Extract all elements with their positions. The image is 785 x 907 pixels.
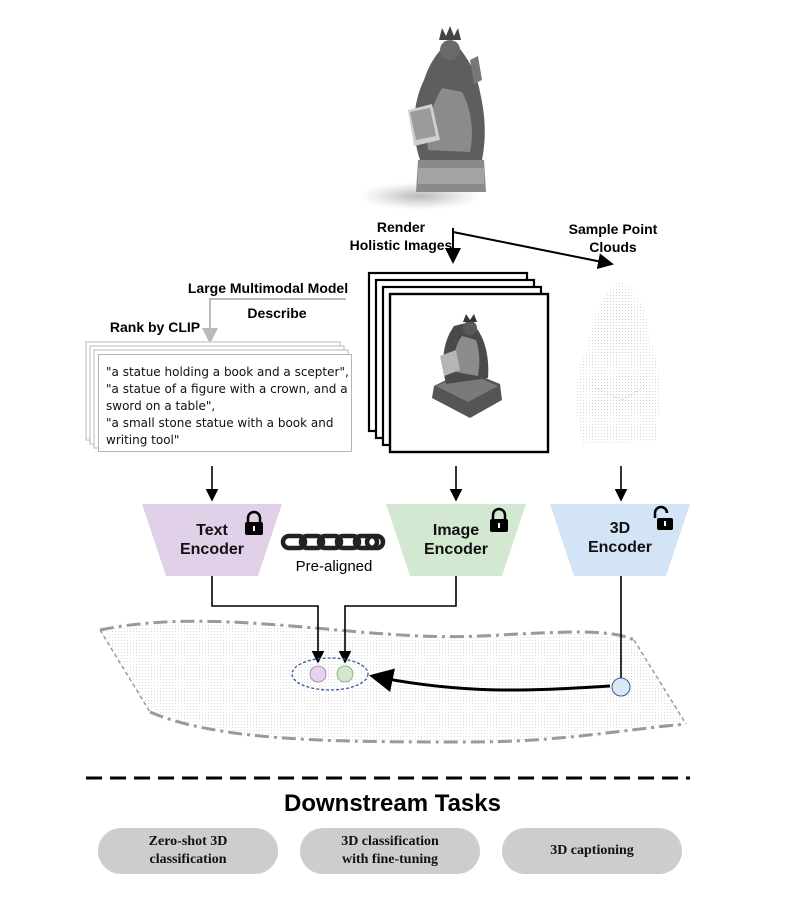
- caption-card: [98, 354, 352, 452]
- task-zero-shot: Zero-shot 3D classification: [98, 828, 278, 874]
- text-embed-arrow: [211, 576, 325, 664]
- image-lock-icon: [490, 507, 508, 532]
- task-captioning: 3D captioning: [502, 828, 682, 874]
- alignment-arrow: [369, 668, 611, 692]
- sample-arrow: [452, 231, 614, 270]
- three-d-unlock-icon: [653, 505, 673, 530]
- pre-aligned-label: Pre-aligned: [295, 558, 373, 575]
- text-encoder-label: Text Encoder: [179, 522, 244, 558]
- chain-link-icon: [280, 533, 386, 551]
- rendered-image-stack: [367, 271, 550, 454]
- three-d-embedding: [611, 677, 631, 697]
- image-embedding: [336, 665, 354, 683]
- lmm-label: Large Multimodal Model: [187, 280, 349, 296]
- caption-text: "a statue holding a book and a scepter",…: [106, 365, 349, 447]
- image-embed-arrow: [338, 576, 457, 664]
- text-embedding: [309, 665, 327, 683]
- embedding-space: [99, 619, 687, 744]
- text-lock-icon: [245, 510, 263, 535]
- three-d-encoder-label: 3D Encoder: [587, 520, 652, 556]
- task-fine-tuning: 3D classification with fine-tuning: [300, 828, 480, 874]
- sample-label: Sample Point Clouds: [568, 221, 658, 255]
- three-d-encoder: [550, 504, 690, 576]
- render-label: Render Holistic Images: [349, 219, 453, 253]
- statue-image: [358, 26, 486, 210]
- downstream-title: Downstream Tasks: [284, 790, 501, 817]
- describe-arrow: [202, 298, 346, 344]
- aligned-group: [291, 657, 369, 691]
- rank-label: Rank by CLIP: [109, 319, 201, 335]
- image-encoder-label: Image Encoder: [423, 522, 488, 558]
- point-cloud: [576, 282, 660, 444]
- describe-label: Describe: [247, 305, 307, 321]
- rendered-statue: [432, 314, 502, 418]
